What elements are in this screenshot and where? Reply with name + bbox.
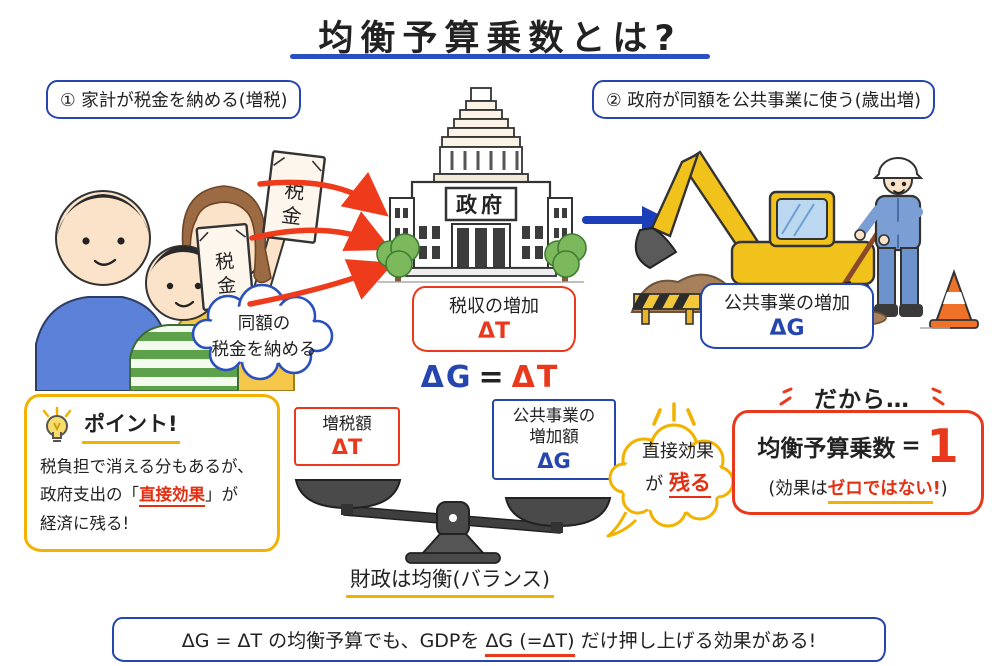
tax-increase-box: 税収の増加 ΔT	[412, 286, 576, 352]
traffic-cone	[929, 269, 979, 329]
conclusion-box: 均衡予算乗数 = 1 (効果はゼロではない!)	[732, 410, 984, 515]
point-body: 税負担で消える分もあるが、 政府支出の「直接効果」が 経済に残る!	[40, 453, 264, 538]
construction-illustration	[630, 150, 979, 329]
tree-left	[376, 233, 420, 282]
multiplier-label: 均衡予算乗数	[757, 436, 896, 462]
point-line1: 税負担で消える分もあるが、	[40, 457, 254, 476]
equation-equals: =	[478, 360, 506, 395]
bubble-line1: 同額の	[238, 314, 291, 334]
conclusion-lead: だから…	[814, 387, 910, 413]
effect-line2-pre: が	[645, 473, 669, 495]
government-sign	[444, 186, 518, 222]
title-underline	[290, 54, 710, 59]
point-line3: 経済に残る!	[40, 513, 130, 533]
tree-right	[544, 233, 587, 282]
summary-banner: ΔG = ΔT の均衡予算でも、GDPを ΔG (=ΔT) だけ押し上げる効果が…	[112, 617, 886, 662]
scale-right-label-2: 増加額	[529, 427, 579, 447]
delta-g-symbol: ΔG	[769, 316, 805, 341]
emphasis-marks-right	[931, 387, 945, 406]
scale-left-label: 増税額	[322, 414, 372, 433]
point-heading: ポイント!	[82, 408, 180, 444]
summary-underlined: ΔG (=ΔT)	[485, 630, 575, 657]
scale-left-weight: 増税額 ΔT	[294, 407, 400, 467]
government-building: 政府	[376, 87, 587, 283]
direct-effect-text: 直接効果 が 残る	[620, 438, 736, 500]
equation-dg-dt: ΔG=ΔT	[380, 360, 600, 395]
excavator	[634, 150, 876, 316]
point-line2-pre: 政府支出の「	[40, 485, 139, 505]
conclusion-lead-row: だから…	[744, 380, 980, 414]
delta-t-symbol: ΔT	[477, 319, 511, 344]
point-line2-post: 」が	[205, 485, 238, 505]
point-direct-effect: 直接効果	[139, 485, 205, 508]
scale-right-symbol: ΔG	[537, 448, 571, 473]
envelope2-char2: 金	[216, 274, 237, 298]
barricade	[632, 293, 701, 325]
bubble-line2: 税金を納める	[212, 340, 317, 360]
emphasis-marks-left	[779, 387, 793, 406]
scale-caption: 財政は均衡(バランス)	[290, 562, 610, 598]
public-works-box: 公共事業の増加 ΔG	[700, 283, 874, 349]
conclusion-note: (効果はゼロではない!)	[745, 475, 971, 504]
scale-right-label-1: 公共事業の	[512, 406, 596, 425]
sparkle-lines	[652, 402, 696, 426]
tax-envelope-2: 税 金	[195, 222, 255, 312]
lightbulb-icon	[42, 407, 72, 442]
scale-pan-left	[294, 479, 402, 510]
scale-right-weight: 公共事業の 増加額 ΔG	[492, 399, 616, 480]
note-pre: (効果は	[768, 479, 828, 499]
government-sign-text: 政府	[456, 193, 506, 217]
summary-post: だけ押し上げる効果がある!	[574, 630, 817, 652]
tax-increase-label: 税収の増加	[449, 296, 539, 317]
note-bang: !	[932, 479, 941, 499]
multiplier-value: 1	[926, 419, 959, 473]
worker	[824, 157, 924, 326]
effect-remains: 残る	[668, 470, 711, 498]
summary-pre: ΔG = ΔT の均衡予算でも、GDPを	[181, 630, 486, 652]
page-title: 均衡予算乗数とは?	[318, 19, 682, 59]
step2-label: ② 政府が同額を公共事業に使う(歳出増)	[592, 80, 935, 119]
same-amount-bubble: 同額の 税金を納める	[191, 284, 334, 381]
tax-flow-arrows	[247, 171, 394, 307]
equation-rhs: ΔT	[511, 360, 560, 395]
balance-scale	[294, 479, 612, 564]
effect-line1: 直接効果	[642, 441, 714, 462]
envelope2-char1: 税	[214, 250, 235, 274]
multiplier-equals: =	[901, 433, 921, 459]
helmet	[872, 157, 924, 179]
equation-lhs: ΔG	[420, 360, 473, 395]
note-post: )	[940, 479, 948, 499]
public-works-label: 公共事業の増加	[724, 293, 850, 314]
scale-caption-text: 財政は均衡(バランス)	[345, 567, 555, 598]
scale-left-symbol: ΔT	[331, 435, 363, 460]
envelope1-char2: 金	[280, 203, 303, 229]
direct-effect-bubble	[606, 402, 735, 538]
note-not-zero: ゼロではない	[827, 479, 933, 504]
step1-label: ① 家計が税金を納める(増税)	[46, 80, 302, 119]
point-callout: ポイント! 税負担で消える分もあるが、 政府支出の「直接効果」が 経済に残る!	[24, 394, 280, 552]
